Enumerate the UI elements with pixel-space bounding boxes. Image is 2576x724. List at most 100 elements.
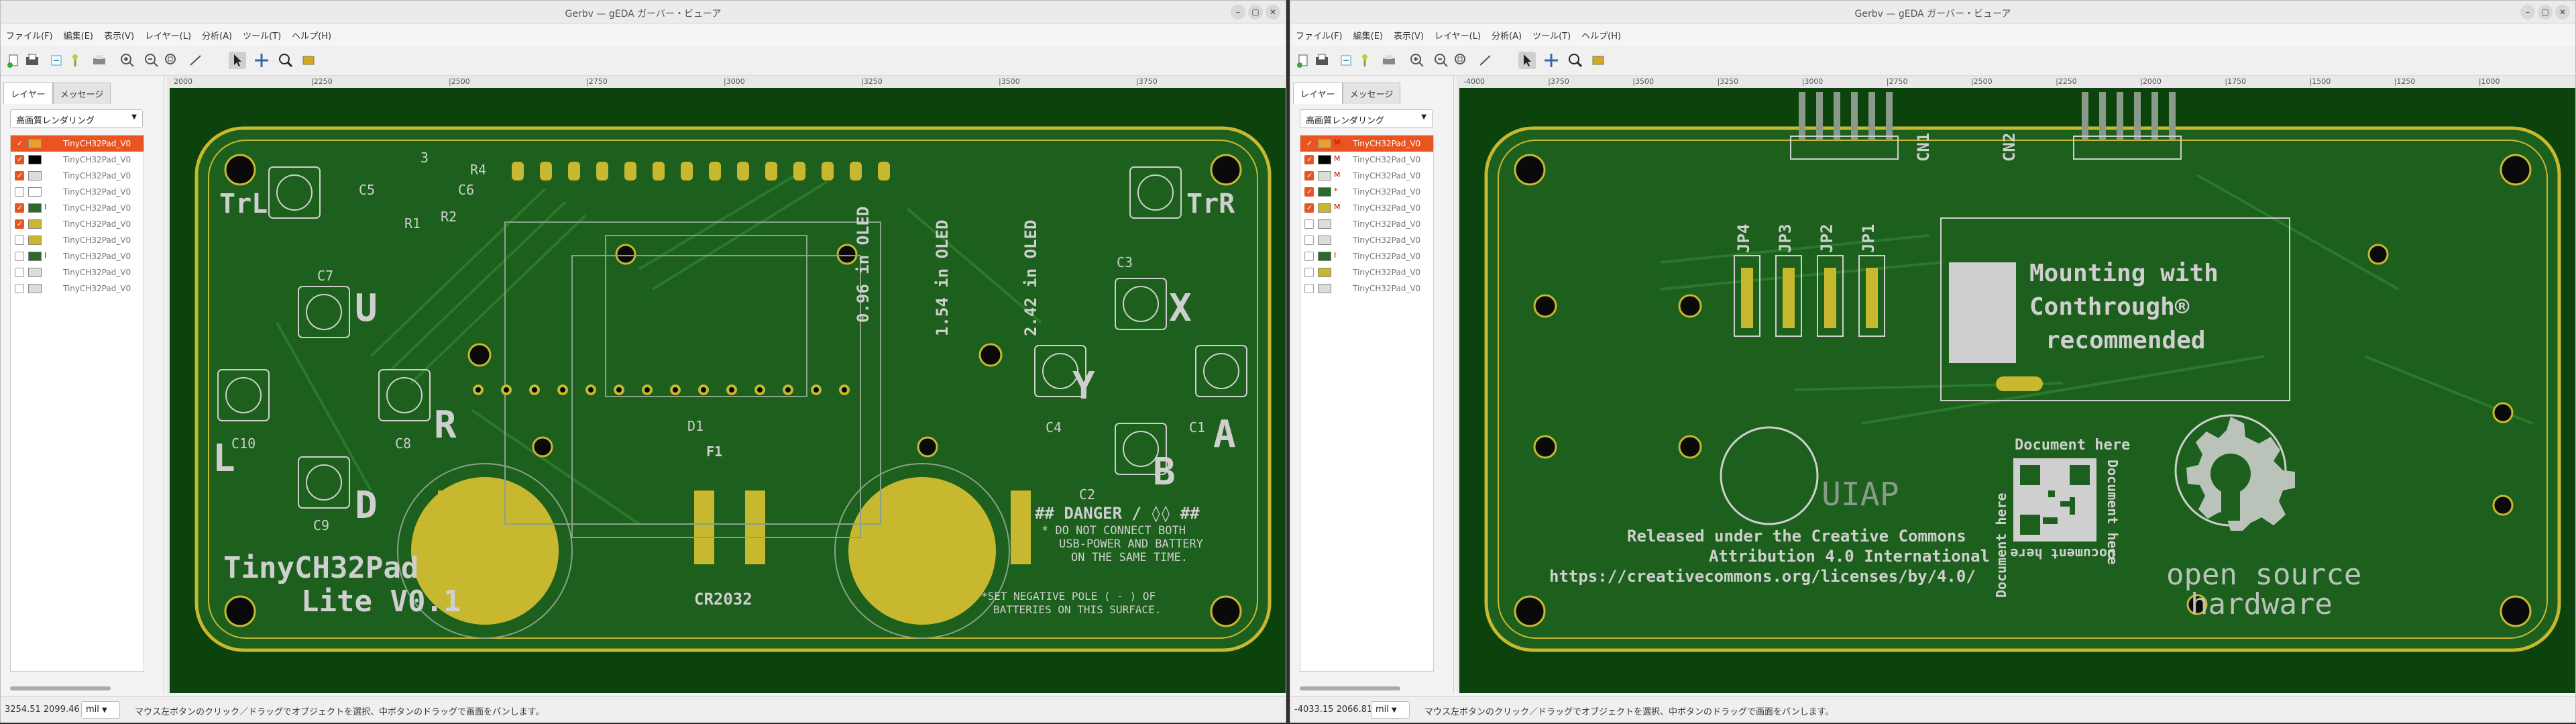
layer-color-swatch[interactable] — [28, 268, 42, 277]
menu-file[interactable]: ファイル(F) — [6, 32, 53, 42]
layer-visibility-checkbox[interactable] — [1304, 268, 1314, 277]
layer-visibility-checkbox[interactable] — [15, 252, 24, 261]
pointer-tool-icon[interactable] — [229, 52, 246, 69]
layer-color-swatch[interactable] — [28, 219, 42, 229]
measure-tool-icon[interactable] — [1589, 52, 1607, 69]
layer-visibility-checkbox[interactable] — [15, 284, 24, 293]
layer-visibility-checkbox[interactable] — [15, 219, 24, 229]
layer-color-swatch[interactable] — [1318, 252, 1331, 261]
layer-visibility-checkbox[interactable] — [1304, 236, 1314, 245]
menu-view[interactable]: 表示(V) — [103, 32, 135, 42]
measure-tool-icon[interactable] — [300, 52, 317, 69]
minimize-button[interactable]: – — [1231, 5, 1245, 19]
pin-icon[interactable] — [66, 52, 84, 69]
redraw-icon[interactable] — [187, 52, 205, 69]
reload-icon[interactable] — [48, 52, 65, 69]
zoom-out-icon[interactable] — [1433, 52, 1450, 69]
tab-layers[interactable]: レイヤー — [3, 83, 53, 104]
layer-row[interactable]: TinyCH32Pad_V0 — [11, 184, 144, 200]
open-file-icon[interactable] — [23, 52, 41, 69]
layer-visibility-checkbox[interactable] — [1304, 155, 1314, 164]
zoom-fit-icon[interactable] — [1453, 52, 1470, 69]
new-file-icon[interactable] — [5, 52, 22, 69]
maximize-button[interactable]: ▢ — [2538, 5, 2553, 19]
layer-color-swatch[interactable] — [28, 187, 42, 197]
zoom-in-icon[interactable] — [119, 52, 136, 69]
pin-icon[interactable] — [1356, 52, 1374, 69]
tab-messages[interactable]: メッセージ — [52, 83, 111, 104]
menu-file[interactable]: ファイル(F) — [1296, 32, 1343, 42]
zoom-in-icon[interactable] — [1408, 52, 1426, 69]
layer-color-swatch[interactable] — [28, 203, 42, 213]
close-button[interactable]: ✕ — [2555, 5, 2570, 19]
menu-view[interactable]: 表示(V) — [1393, 32, 1424, 42]
horizontal-scrollbar[interactable] — [1300, 686, 1400, 690]
layer-color-swatch[interactable] — [1318, 203, 1331, 213]
layer-color-swatch[interactable] — [1318, 155, 1331, 164]
layer-visibility-checkbox[interactable] — [1304, 203, 1314, 213]
minimize-button[interactable]: – — [2520, 5, 2535, 19]
menu-edit[interactable]: 編集(E) — [63, 32, 93, 42]
layer-color-swatch[interactable] — [1318, 139, 1331, 148]
open-file-icon[interactable] — [1313, 52, 1331, 69]
pan-tool-icon[interactable] — [253, 52, 270, 69]
layer-color-swatch[interactable] — [1318, 268, 1331, 277]
layer-row[interactable]: TinyCH32Pad_V0 — [1300, 280, 1433, 297]
menu-tools[interactable]: ツール(T) — [1532, 32, 1571, 42]
close-button[interactable]: ✕ — [1266, 5, 1280, 19]
pointer-tool-icon[interactable] — [1518, 52, 1536, 69]
layer-row[interactable]: TinyCH32Pad_V0 — [11, 216, 144, 232]
layer-color-swatch[interactable] — [28, 252, 42, 261]
layer-color-swatch[interactable] — [28, 171, 42, 180]
layer-visibility-checkbox[interactable] — [15, 187, 24, 197]
layer-row[interactable]: TinyCH32Pad_V0 — [11, 232, 144, 248]
unit-select[interactable]: mil ▼ — [1371, 701, 1410, 719]
menu-help[interactable]: ヘルプ(H) — [1581, 32, 1622, 42]
layer-visibility-checkbox[interactable] — [1304, 252, 1314, 261]
layer-row[interactable]: TinyCH32Pad_V0 — [11, 168, 144, 184]
zoom-tool-icon[interactable] — [277, 52, 294, 69]
menu-edit[interactable]: 編集(E) — [1353, 32, 1383, 42]
zoom-out-icon[interactable] — [143, 52, 160, 69]
layer-visibility-checkbox[interactable] — [1304, 187, 1314, 197]
new-file-icon[interactable] — [1294, 52, 1312, 69]
layer-row[interactable]: TinyCH32Pad_V0 — [1300, 216, 1433, 232]
redraw-icon[interactable] — [1477, 52, 1494, 69]
layer-visibility-checkbox[interactable] — [15, 139, 24, 148]
zoom-fit-icon[interactable] — [163, 52, 180, 69]
menu-layer[interactable]: レイヤー(L) — [1435, 32, 1481, 42]
menu-help[interactable]: ヘルプ(H) — [292, 32, 332, 42]
layer-color-swatch[interactable] — [28, 284, 42, 293]
layer-row[interactable]: TinyCH32Pad_V0 — [1300, 232, 1433, 248]
render-mode-select[interactable]: 高画質レンダリング▼ — [1300, 109, 1433, 128]
maximize-button[interactable]: ▢ — [1248, 5, 1263, 19]
layer-visibility-checkbox[interactable] — [15, 203, 24, 213]
pan-tool-icon[interactable] — [1543, 52, 1560, 69]
layer-color-swatch[interactable] — [28, 236, 42, 245]
layer-visibility-checkbox[interactable] — [1304, 139, 1314, 148]
menu-analyze[interactable]: 分析(A) — [202, 32, 233, 42]
layer-visibility-checkbox[interactable] — [15, 236, 24, 245]
layer-visibility-checkbox[interactable] — [1304, 171, 1314, 180]
tab-messages[interactable]: メッセージ — [1342, 83, 1401, 104]
layer-color-swatch[interactable] — [28, 139, 42, 148]
layer-color-swatch[interactable] — [1318, 284, 1331, 293]
layer-color-swatch[interactable] — [1318, 236, 1331, 245]
print-icon[interactable] — [1380, 52, 1398, 69]
zoom-tool-icon[interactable] — [1567, 52, 1584, 69]
drawing-area[interactable]: -4000|3750|3500|3250|3000|2750|2500|2250… — [1457, 76, 2575, 693]
pcb-view-back[interactable]: CN1 CN2 JP4 JP3 JP2 JP1 Mounting with Co… — [1459, 88, 2575, 693]
print-icon[interactable] — [91, 52, 108, 69]
layer-row[interactable]: *TinyCH32Pad_V0 — [1300, 184, 1433, 200]
menu-analyze[interactable]: 分析(A) — [1492, 32, 1522, 42]
pcb-view-front[interactable]: TinyCH32Pad Lite V0.1 TrL TrR U L R D X … — [170, 88, 1286, 693]
menu-tools[interactable]: ツール(T) — [243, 32, 282, 42]
horizontal-scrollbar[interactable] — [10, 686, 111, 690]
layer-visibility-checkbox[interactable] — [1304, 219, 1314, 229]
